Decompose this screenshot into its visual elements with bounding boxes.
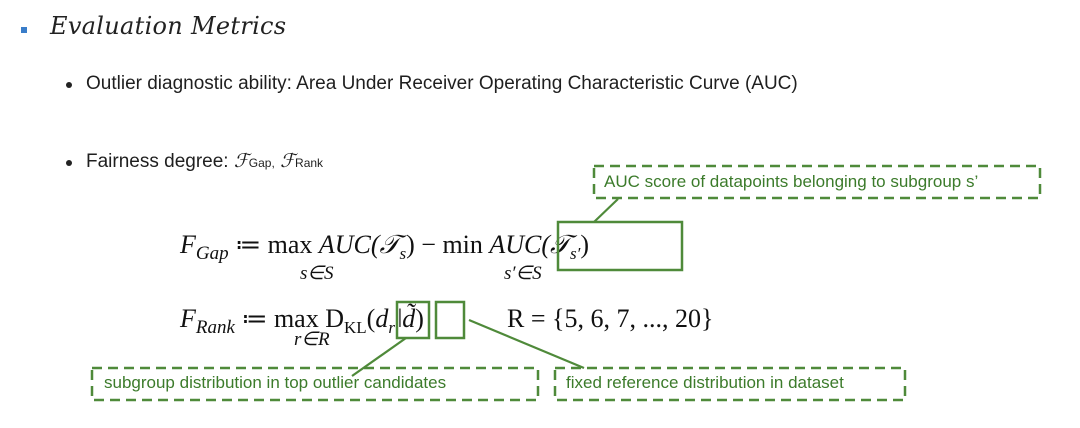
gap-minus: − bbox=[421, 230, 436, 259]
rank-dkl: D bbox=[325, 304, 344, 333]
rank-d-tilde: d̃ bbox=[402, 304, 416, 333]
rank-max: max bbox=[273, 304, 319, 333]
d-tilde-box bbox=[434, 300, 466, 340]
gap-term2-close: ) bbox=[580, 230, 589, 259]
formula-rank: FRank ≔ max DKL(dr‖d̃) bbox=[180, 304, 424, 339]
gap-term1-sub: s bbox=[399, 244, 407, 264]
rank-open: ( bbox=[366, 304, 376, 333]
rank-assign: ≔ bbox=[241, 304, 268, 333]
gap-assign: ≔ bbox=[235, 230, 262, 259]
section-title: Evaluation Metrics bbox=[50, 12, 287, 40]
gap-min-under: s′∈S bbox=[504, 263, 542, 284]
gap-term2: AUC(𝒯 bbox=[489, 230, 570, 259]
rank-close: ) bbox=[415, 304, 424, 333]
gap-term1: AUC(𝒯 bbox=[318, 230, 400, 259]
auc-term-box bbox=[556, 220, 684, 272]
subgroup-callout-text: subgroup distribution in top outlier can… bbox=[104, 373, 447, 392]
fairness-label: Fairness degree: bbox=[86, 151, 234, 172]
gap-lhs-sub: Gap bbox=[195, 243, 229, 265]
f-rank-sub: Rank bbox=[295, 156, 324, 170]
rank-d-r-sub: r bbox=[388, 318, 395, 338]
subgroup-connector bbox=[351, 337, 407, 377]
reference-callout-text: fixed reference distribution in dataset bbox=[566, 373, 844, 392]
rank-sep: ‖ bbox=[394, 304, 403, 333]
gap-max: max bbox=[267, 230, 313, 259]
rank-lhs-sub: Rank bbox=[195, 317, 235, 339]
bullet-fairness: Fairness degree: ℱGap, ℱRank bbox=[86, 150, 323, 173]
reference-connector bbox=[468, 318, 585, 370]
d-r-box bbox=[395, 300, 431, 340]
rank-lhs: F bbox=[180, 304, 196, 333]
bullet-dot bbox=[66, 160, 72, 166]
f-rank-symbol: ℱ bbox=[280, 150, 296, 172]
gap-term1-close: ) bbox=[406, 230, 415, 259]
rank-max-under: r∈R bbox=[294, 329, 330, 350]
rank-dkl-sub: KL bbox=[343, 318, 367, 338]
rank-range: R = {5, 6, 7, ..., 20} bbox=[507, 304, 714, 333]
section-bullet bbox=[21, 27, 27, 33]
gap-term2-sub: s′ bbox=[569, 244, 581, 264]
bullet-auc: Outlier diagnostic ability: Area Under R… bbox=[86, 73, 798, 94]
gap-lhs: F bbox=[180, 230, 196, 259]
f-gap-symbol: ℱ bbox=[233, 150, 249, 172]
gap-min: min bbox=[442, 230, 483, 259]
auc-callout-text: AUC score of datapoints belonging to sub… bbox=[604, 172, 979, 191]
rank-d-r: d bbox=[375, 304, 389, 333]
bullet-dot bbox=[66, 82, 72, 88]
f-gap-sub: Gap, bbox=[248, 156, 275, 170]
gap-max-under: s∈S bbox=[300, 263, 334, 284]
auc-connector bbox=[593, 198, 619, 223]
formula-gap: FGap ≔ max AUC(𝒯s) − min AUC(𝒯s′) bbox=[180, 230, 589, 265]
